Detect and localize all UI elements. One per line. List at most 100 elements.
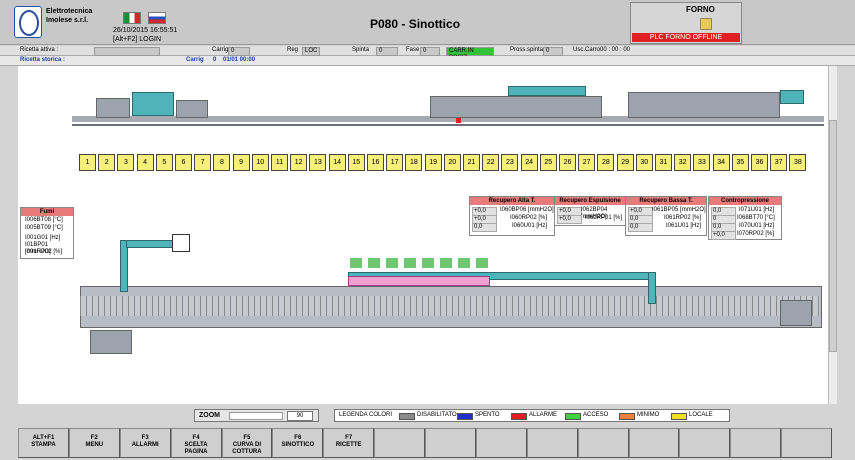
panel-value: +0,0	[711, 231, 736, 240]
preheat-section	[176, 100, 208, 118]
zone-box[interactable]: 24	[520, 154, 538, 171]
company-name: Elettrotecnica Imolese s.r.l.	[46, 7, 92, 25]
exit-conveyor	[780, 300, 812, 326]
recovery-duct-down	[648, 272, 656, 304]
zone-box[interactable]: 15	[347, 154, 365, 171]
zone-box[interactable]: 11	[271, 154, 288, 171]
function-key-button[interactable]	[628, 428, 680, 458]
pross-spinta-label: Pross.spinta	[510, 47, 544, 53]
panel-label: I061BP05 [mmH2O]	[652, 207, 706, 213]
zone-box[interactable]: 37	[770, 154, 788, 171]
function-key-button[interactable]	[679, 428, 731, 458]
company-line1: Elettrotecnica	[46, 8, 93, 15]
page-title: P080 - Sinottico	[370, 17, 461, 31]
function-key-button[interactable]	[730, 428, 782, 458]
zone-box[interactable]: 9	[232, 154, 250, 171]
ricetta-storica-label: Ricetta storica :	[20, 57, 66, 63]
legend-label: DISABILITATO	[417, 412, 457, 418]
unloader	[90, 330, 132, 354]
zone-box[interactable]: 22	[482, 154, 500, 171]
zone-box[interactable]: 18	[405, 154, 423, 171]
function-key-button[interactable]: F4 SCELTA PAGINA	[170, 428, 222, 458]
zone-box[interactable]: 34	[712, 154, 730, 171]
zone-box[interactable]: 31	[655, 154, 672, 171]
zone-box[interactable]: 19	[424, 154, 442, 171]
zone-box[interactable]: 4	[136, 154, 154, 171]
zone-box[interactable]: 27	[578, 154, 596, 171]
zoom-label: ZOOM	[199, 412, 220, 419]
zone-box[interactable]: 30	[635, 154, 653, 171]
function-key-button[interactable]: F5 CURVA DI COTTURA	[221, 428, 273, 458]
panel-recupero-alta: Recupero Alta T. +0,0 I060BP06 [mmH2O] +…	[469, 196, 555, 236]
zone-box[interactable]: 20	[443, 154, 461, 171]
function-key-button[interactable]	[781, 428, 832, 458]
zone-box[interactable]: 6	[175, 154, 192, 171]
legend-label: ACCESO	[583, 412, 609, 418]
zone-box[interactable]: 2	[98, 154, 116, 171]
function-key-button[interactable]	[475, 428, 527, 458]
panel-label: I062RP01 [%]	[585, 215, 623, 221]
zone-box[interactable]: 21	[463, 154, 480, 171]
zoom-slider[interactable]	[229, 412, 283, 420]
fumi-row: I006BT08 [°C]	[25, 217, 63, 223]
zoom-value[interactable]: 90	[287, 411, 313, 421]
scrollbar-thumb[interactable]	[829, 120, 837, 352]
zone-box[interactable]: 10	[251, 154, 269, 171]
login-link[interactable]: [Alt+F2] LOGIN	[113, 36, 162, 43]
flue-duct-vertical	[120, 240, 128, 292]
function-key-button[interactable]	[526, 428, 578, 458]
zone-box[interactable]: 33	[693, 154, 711, 171]
zoom-control[interactable]: ZOOM 90	[194, 409, 319, 422]
fumi-row: I005BT09 [°C]	[25, 225, 63, 231]
zone-box[interactable]: 1	[79, 154, 96, 171]
zone-box[interactable]: 29	[616, 154, 634, 171]
zone-box[interactable]: 12	[290, 154, 308, 171]
panel-recupero-bassa: Recupero Bassa T. +0,0 I061BP05 [mmH2O] …	[625, 196, 707, 236]
zone-box[interactable]: 3	[117, 154, 135, 171]
function-key-button[interactable]	[374, 428, 425, 458]
zone-box[interactable]: 7	[194, 154, 212, 171]
zone-box[interactable]: 28	[597, 154, 615, 171]
function-key-button[interactable]: F6 SINOTTICO	[272, 428, 324, 458]
zone-box[interactable]: 8	[213, 154, 231, 171]
zone-box[interactable]: 13	[309, 154, 327, 171]
fase-label: Fase	[406, 47, 420, 53]
legend-swatch-min	[619, 413, 635, 420]
function-key-button[interactable]	[425, 428, 476, 458]
fumi-row: I001RP02 [%]	[25, 249, 63, 255]
kiln-rail	[72, 124, 824, 126]
panel-label: I071U01 [Hz]	[739, 207, 775, 213]
carrig-hist-value: 0	[213, 57, 217, 63]
function-key-button[interactable]: F7 RICETTE	[323, 428, 375, 458]
function-key-button[interactable]: ALT+F1 STAMPA	[18, 428, 69, 458]
carrig-label: Carrig	[212, 47, 229, 53]
legend-swatch-alarm	[511, 413, 527, 420]
history-time: 01/01 00:00	[223, 57, 256, 63]
function-key-button[interactable]: F3 ALLARMI	[119, 428, 171, 458]
legend-label: SPENTO	[475, 412, 500, 418]
function-key-button[interactable]: F2 MENU	[68, 428, 120, 458]
recovery-duct-top	[508, 86, 586, 96]
russian-flag-icon[interactable]	[148, 12, 166, 24]
panel-label: I062BP04 [mmH2O]	[581, 207, 608, 220]
zone-box[interactable]: 25	[539, 154, 557, 171]
zone-box[interactable]: 14	[328, 154, 346, 171]
zone-box[interactable]: 23	[501, 154, 519, 171]
function-key-button[interactable]	[577, 428, 629, 458]
panel-title: Recupero Espulsione	[555, 197, 625, 205]
zone-box[interactable]: 16	[367, 154, 384, 171]
italian-flag-icon[interactable]	[123, 12, 141, 24]
panel-title: Contropressione	[709, 197, 781, 205]
zone-box[interactable]: 32	[674, 154, 692, 171]
fumi-title: Fumi	[21, 208, 73, 216]
zone-box[interactable]: 38	[789, 154, 807, 171]
panel-contropressione: Contropressione 0,0 I071U01 [Hz] 0 I068B…	[708, 196, 782, 240]
zone-box[interactable]: 5	[155, 154, 173, 171]
forno-icon[interactable]	[700, 18, 712, 30]
company-logo	[14, 6, 42, 38]
zone-box[interactable]: 26	[559, 154, 576, 171]
panel-title: Recupero Alta T.	[470, 197, 554, 205]
zone-box[interactable]: 17	[386, 154, 404, 171]
zone-box[interactable]: 36	[751, 154, 768, 171]
zone-box[interactable]: 35	[731, 154, 749, 171]
